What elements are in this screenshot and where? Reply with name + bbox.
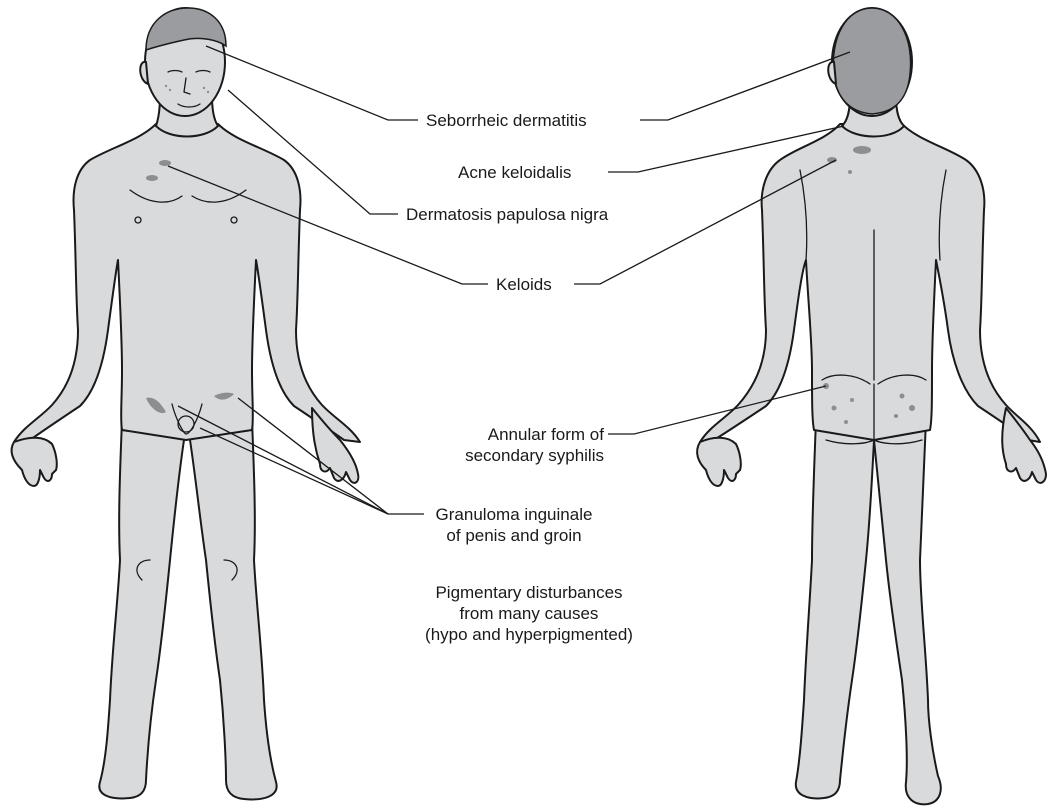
back-right-leg — [874, 420, 941, 804]
back-right-hand — [1002, 408, 1046, 483]
back-left-ear — [828, 62, 836, 84]
label-acne-keloidalis: Acne keloidalis — [458, 162, 571, 183]
front-left-hand — [12, 438, 57, 486]
front-left-leg — [99, 420, 186, 798]
back-acne-keloidalis-lesion — [853, 146, 871, 154]
leader-seborrheic-right — [640, 52, 850, 120]
back-body-figure — [697, 8, 1046, 804]
label-pigmentary-line3: (hypo and hyperpigmented) — [390, 624, 668, 645]
front-keloid-lesion-2 — [146, 175, 158, 181]
label-pigmentary-line1: Pigmentary disturbances — [390, 582, 668, 603]
front-torso — [14, 124, 360, 442]
front-right-leg — [186, 420, 277, 799]
label-pigmentary-disturbances: Pigmentary disturbances from many causes… — [390, 582, 668, 645]
back-left-leg — [796, 420, 874, 798]
label-seborrheic-dermatitis: Seborrheic dermatitis — [426, 110, 587, 131]
leader-seborrheic-left — [206, 46, 418, 120]
front-body-figure — [12, 8, 360, 799]
front-left-ear — [140, 62, 148, 84]
label-annular-syphilis-line1: Annular form of — [430, 424, 604, 445]
back-hair — [833, 8, 910, 114]
label-granuloma-line2: of penis and groin — [424, 525, 604, 546]
back-left-hand — [697, 438, 741, 486]
label-granuloma-inguinale: Granuloma inguinale of penis and groin — [424, 504, 604, 546]
label-pigmentary-line2: from many causes — [390, 603, 668, 624]
label-annular-syphilis-line2: secondary syphilis — [430, 445, 604, 466]
label-granuloma-line1: Granuloma inguinale — [424, 504, 604, 525]
label-annular-syphilis: Annular form of secondary syphilis — [430, 424, 604, 466]
back-torso — [700, 124, 1040, 442]
front-keloid-lesion-1 — [159, 160, 171, 166]
label-keloids: Keloids — [496, 274, 552, 295]
label-dermatosis-papulosa-nigra: Dermatosis papulosa nigra — [406, 204, 608, 225]
